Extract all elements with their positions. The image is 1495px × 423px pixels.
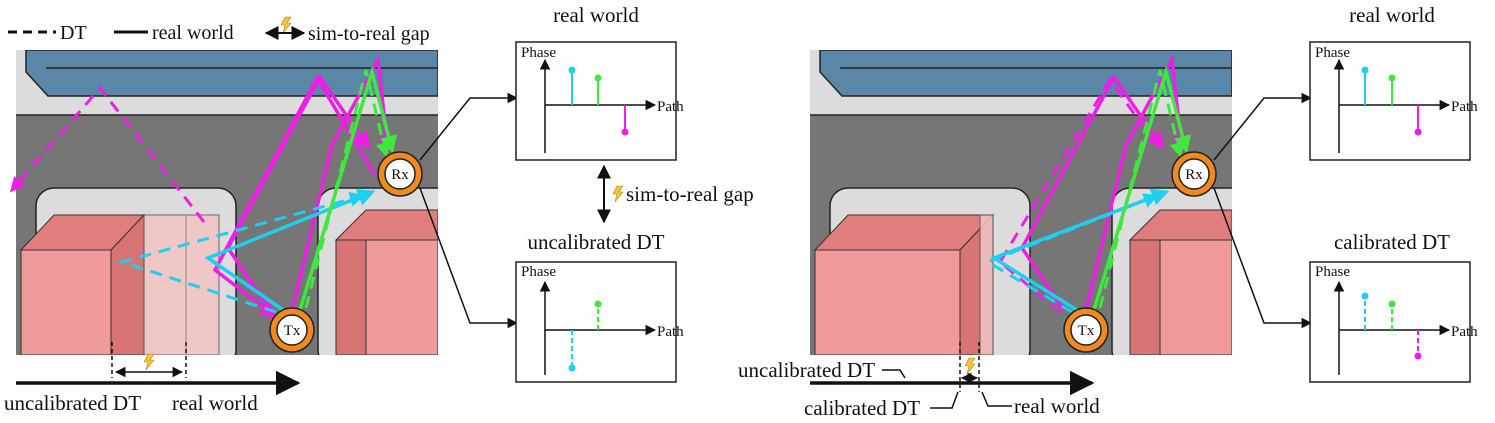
ray-green-dt (304, 69, 391, 309)
building-left-front (20, 249, 112, 355)
ray-magenta-back (212, 74, 377, 319)
legend-real-label: real world (152, 22, 234, 44)
timeline-uncal-label: uncalibrated DT (4, 391, 141, 415)
lightning-icon (612, 185, 624, 203)
ray-magenta-dt (10, 85, 206, 223)
axis-phase-label: Phase (1315, 264, 1350, 280)
gap-indicator: sim-to-real gap (597, 164, 754, 224)
water-area (25, 50, 438, 97)
lightning-icon (143, 353, 155, 371)
building-right-front (365, 239, 438, 355)
plot-title: calibrated DT (1334, 230, 1450, 254)
plot-title: real world (1349, 3, 1435, 27)
left-timeline: uncalibrated DT real world (4, 342, 301, 415)
tx-antenna: Tx (269, 307, 315, 353)
lightning-icon (964, 357, 976, 375)
axis-path-label: Path (1451, 99, 1478, 115)
timeline-cal-label: calibrated DT (804, 396, 920, 420)
axis-phase-label: Phase (521, 264, 556, 280)
legend-dt-label: DT (60, 22, 87, 44)
tx-antenna: Tx (1063, 307, 1109, 353)
axis-path-label: Path (1451, 324, 1478, 340)
right-plot-cal: calibrated DT Phase Path (1309, 230, 1478, 383)
right-timeline: uncalibrated DT calibrated DT real world (738, 342, 1100, 420)
timeline-real-label: real world (172, 391, 258, 415)
legend-gap-label: sim-to-real gap (308, 23, 430, 45)
right-scene: Rx Tx (810, 50, 1232, 355)
ray-cyan-dt (116, 191, 365, 314)
legend: DT real world sim-to-real gap (8, 16, 430, 45)
axis-phase-label: Phase (1315, 45, 1350, 61)
rx-antenna: Rx (1171, 151, 1217, 197)
rx-antenna: Rx (377, 151, 423, 197)
plot-title: uncalibrated DT (527, 230, 664, 254)
plot-title: real world (553, 3, 639, 27)
left-scene: Rx Tx (10, 50, 438, 355)
lightning-icon (280, 16, 292, 34)
ray-cyan-real (204, 189, 376, 314)
gap-label: sim-to-real gap (626, 182, 754, 206)
axis-path-label: Path (657, 324, 684, 340)
rx-label: Rx (1185, 167, 1203, 183)
axis-path-label: Path (657, 99, 684, 115)
timeline-uncal-label: uncalibrated DT (738, 358, 875, 382)
left-plot-uncal: uncalibrated DT Phase Path (515, 230, 684, 383)
ray-green-real (298, 65, 397, 311)
timeline-real-label: real world (1014, 394, 1100, 418)
rx-label: Rx (391, 167, 409, 183)
left-plot-real: real world Phase Path (515, 3, 684, 161)
axis-phase-label: Phase (521, 45, 556, 61)
tx-label: Tx (284, 323, 301, 339)
right-plot-real: real world Phase Path (1309, 3, 1478, 161)
tx-label: Tx (1078, 323, 1095, 339)
building-ghost (143, 214, 220, 355)
